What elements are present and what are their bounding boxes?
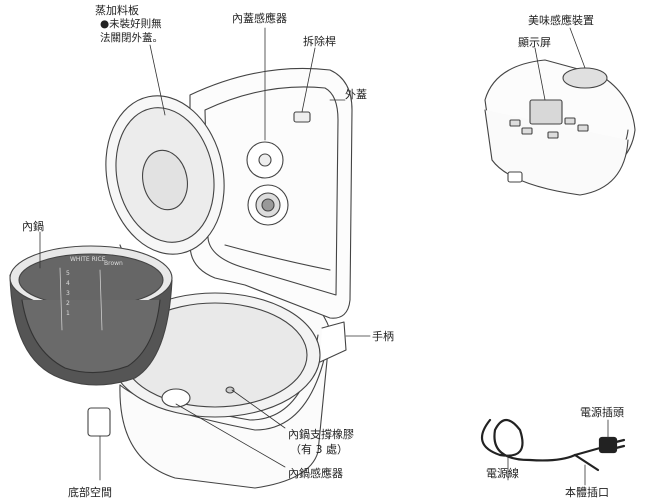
pot-marking-1: 1 [66,310,70,317]
label-pot-support-count: （有 3 處） [290,443,348,456]
display-screen [529,99,563,125]
label-steam-vent-note-2: 法關閉外蓋。 [100,32,163,44]
cooking-chamber [109,292,321,418]
removal-lever [293,111,311,123]
label-power-cord: 電源線 [486,467,519,480]
label-removal-handle: 拆除桿 [303,35,336,48]
power-cord [480,418,626,472]
label-power-plug: 電源插頭 [580,406,624,419]
outer-lid [189,67,353,319]
support-rubber [225,386,235,394]
leader-lines [39,27,609,486]
pot-marking-4: 4 [66,280,70,287]
pot-marking-brown: Brown [104,260,123,267]
label-bottom-left-partial: 底部空間 [68,486,112,499]
label-outer-lid: 外蓋 [345,88,367,101]
inner-lid-plate [105,95,225,266]
label-flavor-sensor: 美味感應裝置 [528,14,594,27]
power-plug [598,436,618,454]
label-steam-vent: 蒸加料板 [95,4,139,17]
label-pot-support: 內鍋支撐橡膠 [288,428,354,441]
label-inner-pot: 內鍋 [22,220,44,233]
flavor-sensor-device [562,67,608,89]
pot-marking-3: 3 [66,290,70,297]
front-latch [87,407,111,437]
label-display: 顯示屏 [518,36,551,49]
label-pot-sensor: 內鍋感應器 [288,467,343,480]
label-steam-vent-note-1: ●未裝好則無 [100,18,162,30]
inner-pot [9,245,173,386]
pot-marking-5: 5 [66,270,70,277]
label-inner-lid-sensor: 內蓋感應器 [232,12,287,25]
label-carry-handle: 手柄 [372,330,394,343]
pot-marking-2: 2 [66,300,70,307]
label-bottom-right-partial: 本體插口 [565,486,609,499]
pot-sensor-disc [161,388,191,408]
carry-handle [319,321,347,363]
cooker-closed-view [484,59,636,196]
pot-marking-white-rice: WHITE RICE [70,256,106,263]
